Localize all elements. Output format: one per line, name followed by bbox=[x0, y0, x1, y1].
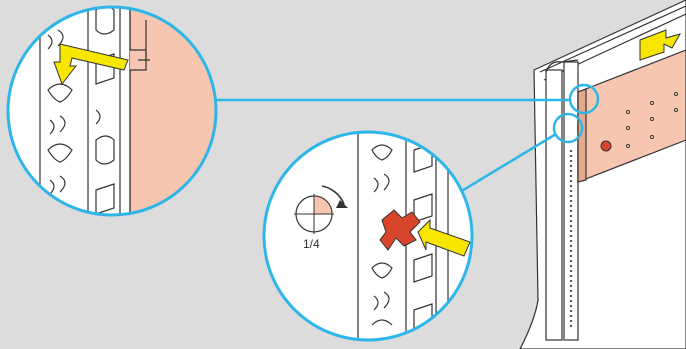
quarter-turn-icon bbox=[294, 194, 334, 234]
rail-slots-zoom bbox=[371, 143, 433, 333]
rail-slots bbox=[47, 7, 115, 215]
leader-line-bottom bbox=[454, 132, 557, 197]
rotation-fraction-label: 1/4 bbox=[303, 237, 320, 251]
rack-clip bbox=[379, 209, 421, 251]
slide-arrow-icon bbox=[639, 29, 682, 61]
push-arrow-icon bbox=[417, 218, 471, 257]
rack-screw bbox=[600, 140, 612, 152]
rack-callout-bottom bbox=[552, 112, 584, 144]
insert-arrow-icon bbox=[53, 43, 129, 86]
callout-detail-clip bbox=[262, 130, 474, 342]
rotation-arrow-icon bbox=[321, 185, 348, 208]
callout-detail-slide bbox=[6, 5, 218, 217]
